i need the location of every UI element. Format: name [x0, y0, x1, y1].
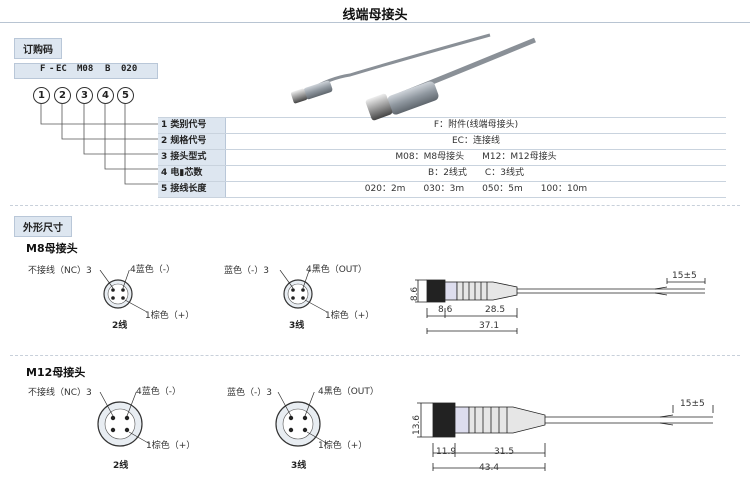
m8-3w-pin-3: 蓝色（-）3: [224, 266, 269, 276]
m12-3w-pin-3: 蓝色（-）3: [227, 388, 272, 398]
table-row: 1 类别代号 F：附件(线端母接头): [158, 117, 726, 134]
code-part-length: 020: [121, 64, 138, 74]
table-row: 2 规格代号 EC：连接线: [158, 134, 726, 150]
spec-table: 1 类别代号 F：附件(线端母接头) 2 规格代号 EC：连接线 3 接头型式 …: [158, 117, 726, 198]
m12-2w-pin-1: 1棕色（+）: [146, 441, 196, 451]
m8-dim-total: 37.1: [479, 321, 500, 331]
product-photo: [291, 33, 536, 121]
m8-dim-height: 8.6: [410, 286, 421, 302]
m8-3w-pin-diagram: [279, 270, 328, 313]
row-num: 4: [161, 168, 168, 178]
row-label: 接头型式: [170, 152, 207, 162]
row-label: 接线长度: [170, 184, 207, 194]
row-value: F：附件(线端母接头): [433, 120, 519, 130]
row-num: 5: [161, 184, 168, 194]
m8-dimension-drawing: [415, 278, 706, 334]
section-divider: [10, 355, 740, 356]
m12-dim-a: 11.9: [436, 447, 457, 457]
row-value: B：2线式 C：3线式: [428, 168, 524, 178]
m8-2w-pin-1: 1棕色（+）: [145, 311, 195, 321]
m12-dim-b: 31.5: [494, 447, 515, 457]
code-part-spec: EC: [56, 64, 67, 74]
circle-3: 3: [76, 87, 93, 104]
code-separator: -: [49, 64, 55, 74]
m8-dim-a: 8.6: [438, 305, 453, 315]
m12-3w-pin-diagram: [275, 392, 329, 447]
m8-3w-caption: 3线: [289, 321, 305, 331]
code-part-connector: M08: [77, 64, 94, 74]
m8-dim-b: 28.5: [485, 305, 506, 315]
circle-1: 1: [33, 87, 50, 104]
m12-dim-tail: 15±5: [680, 399, 705, 409]
order-code-box: [14, 63, 158, 79]
row-label: 类别代号: [170, 120, 207, 130]
circle-2: 2: [54, 87, 71, 104]
m8-title: M8母接头: [26, 242, 78, 255]
section-divider: [10, 205, 740, 206]
row-value: EC：连接线: [452, 136, 500, 146]
row-label: 规格代号: [170, 136, 207, 146]
row-num: 3: [161, 152, 168, 162]
m12-dim-total: 43.4: [479, 463, 500, 473]
circle-4: 4: [97, 87, 114, 104]
m12-2w-caption: 2线: [113, 461, 129, 471]
m8-2w-caption: 2线: [112, 321, 128, 331]
code-part-cores: B: [105, 64, 111, 74]
title-divider: [0, 22, 750, 23]
order-code-tab: 订购码: [14, 38, 62, 59]
m12-2w-pin-4: 4蓝色（-）: [136, 387, 181, 397]
table-row: 4 电▮芯数 B：2线式 C：3线式: [158, 166, 726, 182]
row-value: M08：M8母接头 M12：M12母接头: [395, 152, 557, 162]
m8-dim-tail: 15±5: [672, 271, 697, 281]
m8-2w-pin-diagram: [99, 270, 148, 313]
m8-3w-pin-4: 4黑色（OUT）: [306, 265, 367, 275]
m8-2w-pin-nc: 不接线（NC）3: [28, 266, 92, 276]
row-num: 2: [161, 136, 168, 146]
m12-3w-pin-1: 1棕色（+）: [318, 441, 368, 451]
circle-5: 5: [117, 87, 134, 104]
m12-dim-height: 13.6: [412, 414, 423, 436]
m12-title: M12母接头: [26, 366, 86, 379]
dimensions-tab: 外形尺寸: [14, 216, 72, 237]
page-title: 线端母接头: [342, 8, 408, 23]
m12-3w-pin-4: 4黑色（OUT）: [318, 387, 379, 397]
m8-3w-pin-1: 1棕色（+）: [325, 311, 375, 321]
m12-dimension-drawing: [417, 402, 714, 471]
m12-2w-pin-diagram: [97, 392, 151, 447]
row-label: 电▮芯数: [170, 168, 203, 178]
row-value: 020：2m 030：3m 050：5m 100：10m: [364, 184, 588, 194]
table-row: 3 接头型式 M08：M8母接头 M12：M12母接头: [158, 150, 726, 166]
m12-3w-caption: 3线: [291, 461, 307, 471]
code-part-category: F: [40, 64, 46, 74]
table-row: 5 接线长度 020：2m 030：3m 050：5m 100：10m: [158, 182, 726, 198]
m8-2w-pin-4: 4蓝色（-）: [130, 265, 175, 275]
m12-2w-pin-nc: 不接线（NC）3: [28, 388, 92, 398]
row-num: 1: [161, 120, 168, 130]
code-leader-lines: [40, 104, 158, 185]
